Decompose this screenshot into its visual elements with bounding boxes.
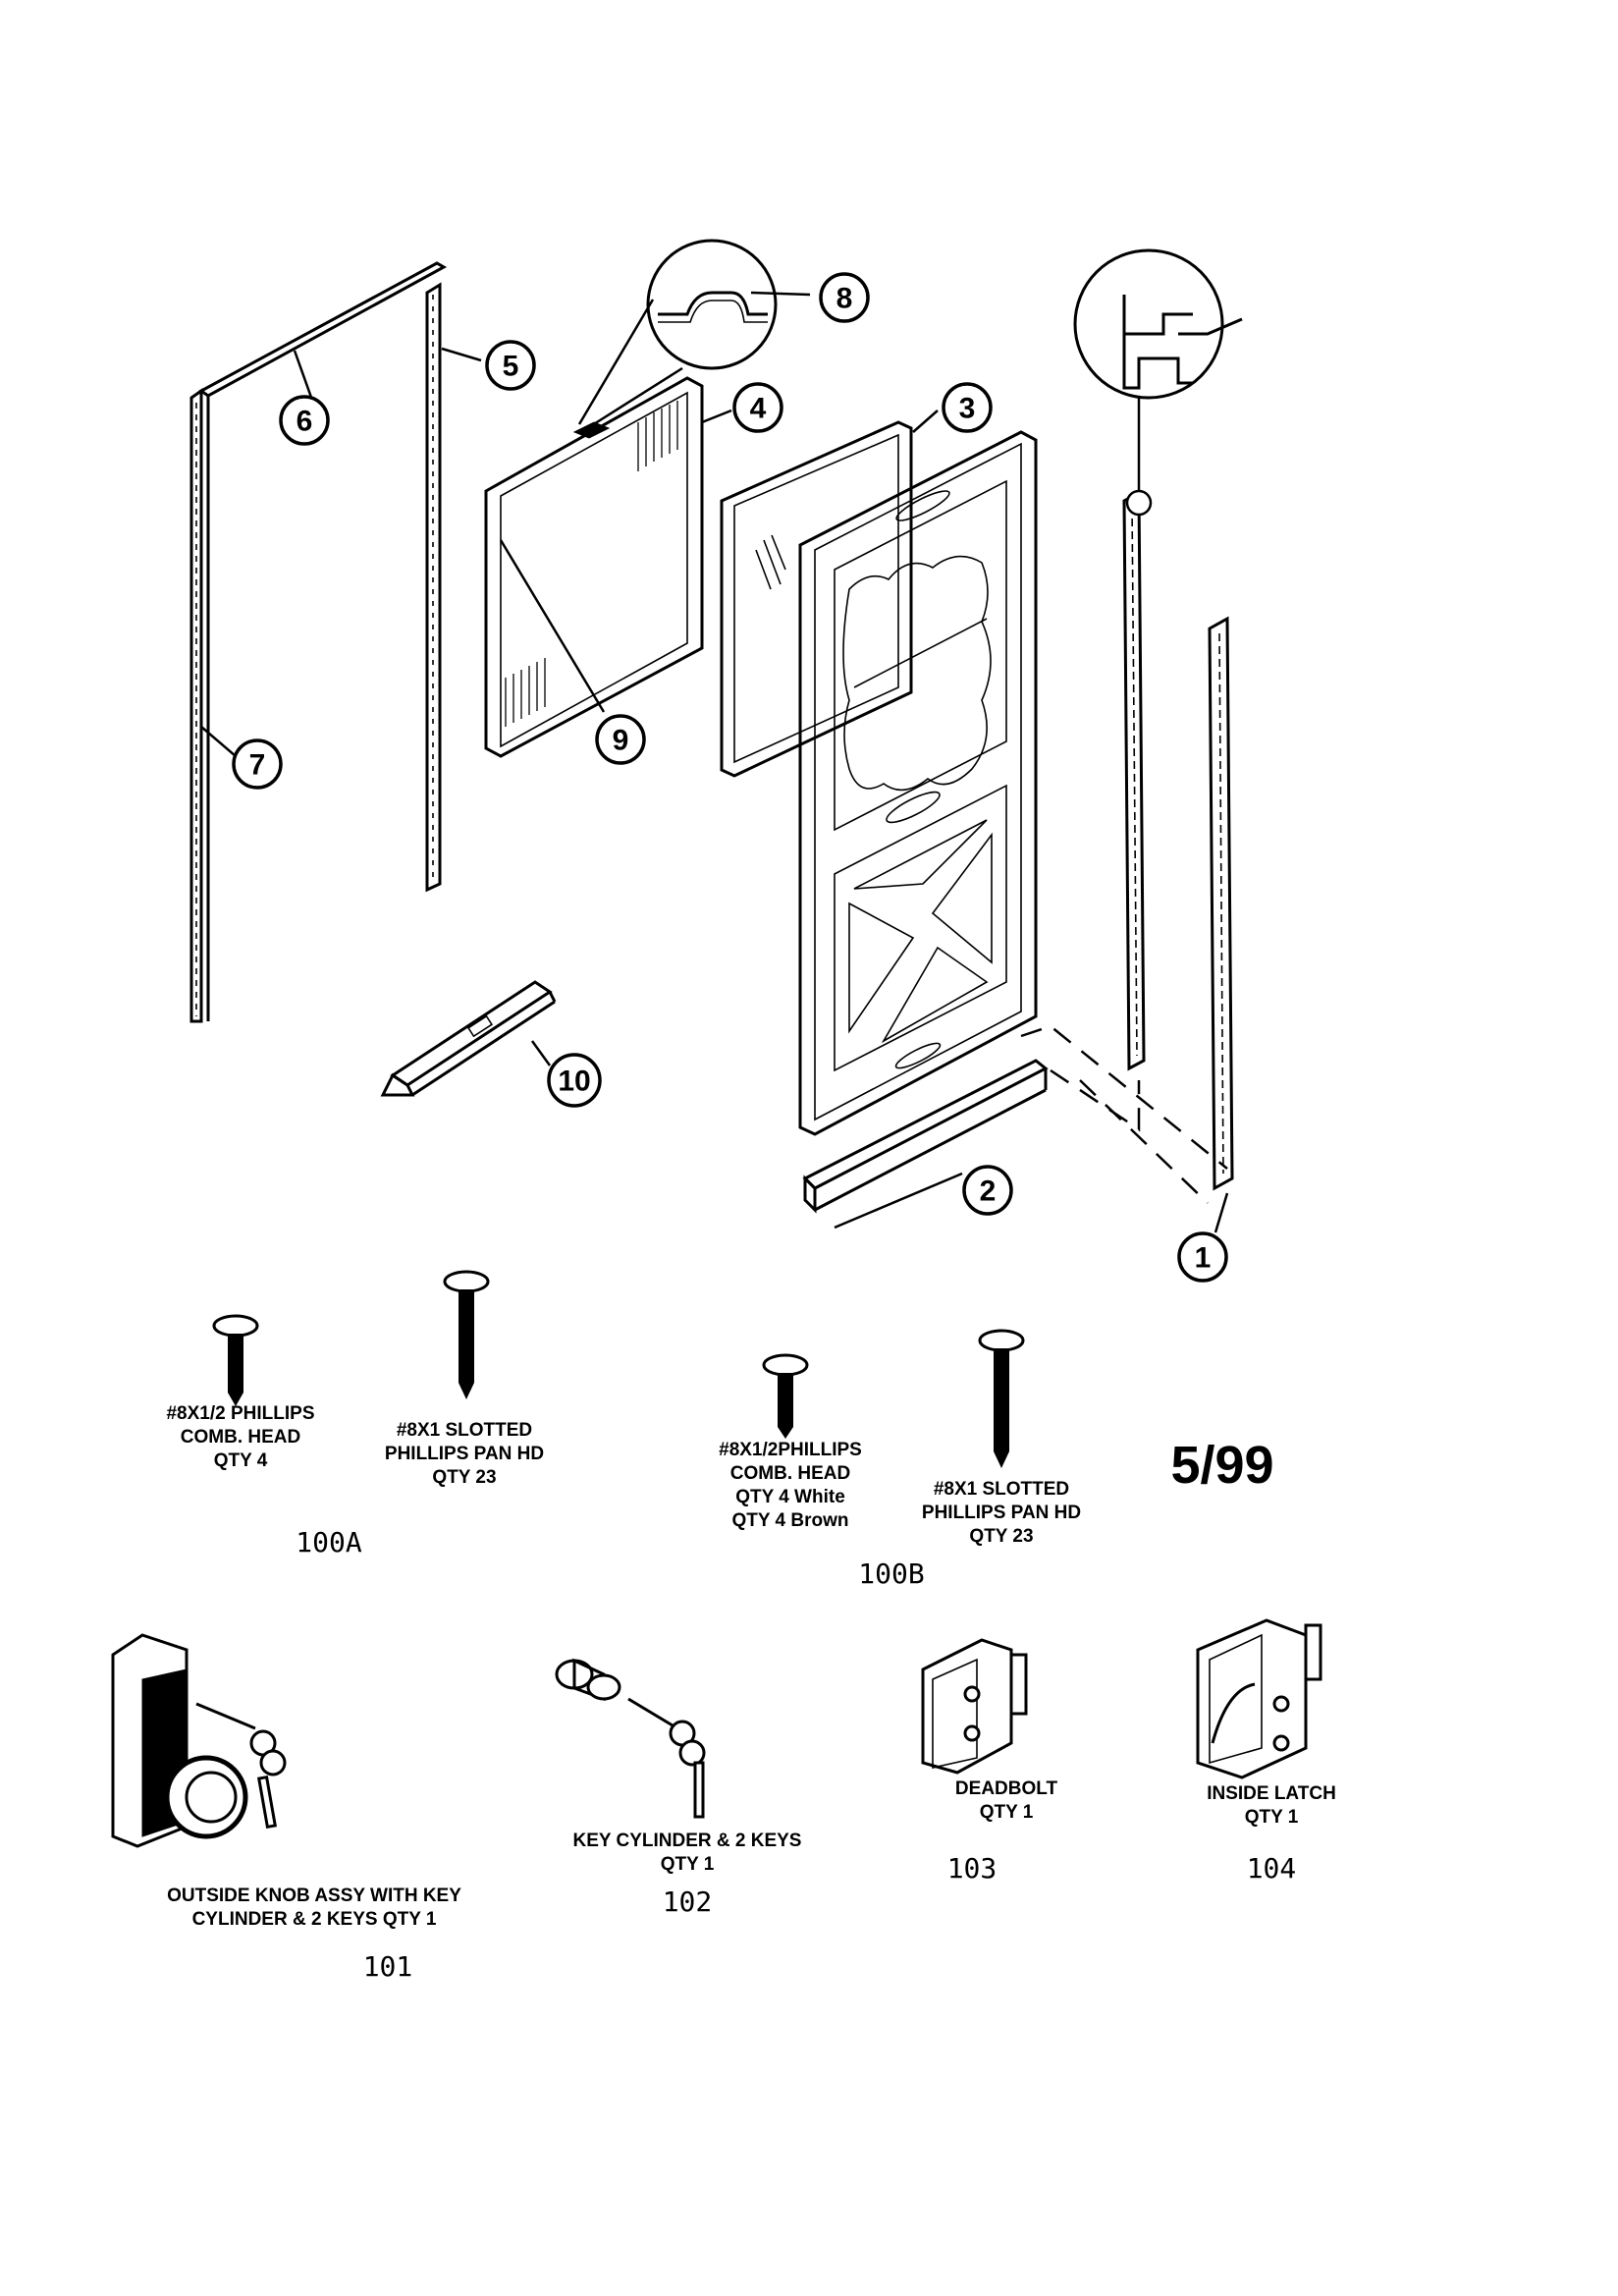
date-stamp: 5/99 [1170,1436,1273,1495]
svg-text:9: 9 [613,725,629,757]
screw-100a-long [443,1270,490,1399]
svg-text:PHILLIPS PAN HD: PHILLIPS PAN HD [922,1503,1081,1523]
svg-text:1: 1 [1195,1242,1212,1275]
glass-insert [720,420,913,778]
svg-text:QTY 23: QTY 23 [432,1467,496,1488]
detail-circle-rail [1073,248,1243,517]
svg-text:5: 5 [503,351,519,383]
callout-1: 1 [1177,1231,1228,1283]
svg-text:QTY 1: QTY 1 [980,1802,1034,1823]
svg-text:QTY 4 White: QTY 4 White [735,1487,845,1507]
frame-strip-left [189,261,448,1023]
frame-post [425,282,442,893]
svg-text:#8X1 SLOTTED: #8X1 SLOTTED [934,1479,1069,1500]
callout-7: 7 [232,738,283,790]
bottom-sweep [802,1059,1049,1214]
svg-text:QTY 1: QTY 1 [661,1854,715,1875]
svg-text:INSIDE LATCH: INSIDE LATCH [1207,1783,1336,1804]
callout-3: 3 [942,382,993,433]
label-100b-screw1: #8X1/2PHILLIPS COMB. HEAD QTY 4 White QT… [719,1440,862,1531]
code-102: 102 [663,1886,713,1918]
callout-2: 2 [962,1165,1013,1216]
deadbolt [921,1638,1028,1775]
svg-text:3: 3 [959,393,976,425]
label-100a-screw1: #8X1/2 PHILLIPS COMB. HEAD QTY 4 [166,1403,314,1471]
outside-knob-assy [111,1633,287,1848]
drip-cap [380,980,557,1097]
svg-text:PHILLIPS PAN HD: PHILLIPS PAN HD [385,1444,544,1464]
screen-insert [484,376,704,758]
label-100a-screw2: #8X1 SLOTTED PHILLIPS PAN HD QTY 23 [385,1420,544,1488]
svg-text:KEY CYLINDER & 2 KEYS: KEY CYLINDER & 2 KEYS [573,1831,802,1851]
label-104: INSIDE LATCH QTY 1 [1207,1783,1336,1828]
svg-text:#8X1/2 PHILLIPS: #8X1/2 PHILLIPS [166,1403,314,1424]
svg-text:8: 8 [836,283,853,315]
svg-text:#8X1 SLOTTED: #8X1 SLOTTED [397,1420,532,1441]
inside-latch [1196,1618,1322,1779]
svg-text:QTY 4 Brown: QTY 4 Brown [732,1510,849,1531]
code-101: 101 [363,1950,413,1983]
svg-text:CYLINDER & 2 KEYS QTY 1: CYLINDER & 2 KEYS QTY 1 [192,1909,437,1930]
weatherstrip-rail-1 [1122,490,1146,1071]
svg-text:OUTSIDE KNOB ASSY WITH KEY: OUTSIDE KNOB ASSY WITH KEY [167,1886,461,1906]
callout-4: 4 [732,382,783,433]
storm-door [798,430,1038,1136]
svg-text:DEADBOLT: DEADBOLT [955,1778,1058,1799]
svg-text:10: 10 [558,1066,590,1098]
detail-circle-profile [646,239,778,370]
label-103: DEADBOLT QTY 1 [955,1778,1058,1823]
svg-text:7: 7 [249,749,266,782]
callout-9: 9 [595,714,646,765]
callout-8: 8 [819,272,870,323]
label-101: OUTSIDE KNOB ASSY WITH KEY CYLINDER & 2 … [167,1886,461,1930]
svg-text:QTY 4: QTY 4 [214,1450,268,1471]
callout-6: 6 [279,395,330,446]
callout-10: 10 [547,1053,602,1108]
svg-text:2: 2 [980,1175,997,1208]
svg-text:QTY 23: QTY 23 [969,1526,1033,1547]
screw-100b-short [762,1353,809,1439]
label-102: KEY CYLINDER & 2 KEYS QTY 1 [573,1831,802,1875]
svg-text:#8X1/2PHILLIPS: #8X1/2PHILLIPS [719,1440,862,1460]
svg-text:COMB. HEAD: COMB. HEAD [181,1427,300,1448]
code-100b: 100B [858,1558,924,1590]
key-cylinder [555,1658,706,1819]
dashed-connectors [1020,1024,1228,1204]
callout-5: 5 [485,340,536,391]
weatherstrip-rail-2 [1208,616,1234,1191]
svg-text:QTY 1: QTY 1 [1245,1807,1299,1828]
code-100a: 100A [296,1526,362,1558]
screw-100b-long [978,1329,1025,1468]
svg-text:4: 4 [750,393,767,425]
label-100b-screw2: #8X1 SLOTTED PHILLIPS PAN HD QTY 23 [922,1479,1081,1547]
leader-lines [200,291,1229,1233]
code-103: 103 [947,1852,998,1885]
svg-text:6: 6 [297,406,313,438]
code-104: 104 [1247,1852,1297,1885]
svg-text:COMB. HEAD: COMB. HEAD [730,1463,850,1484]
screw-100a-short [212,1314,259,1406]
